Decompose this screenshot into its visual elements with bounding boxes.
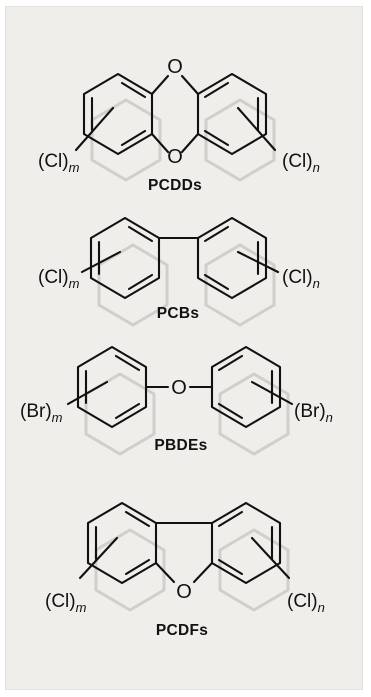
pcb-sub-left-index: m <box>69 276 80 291</box>
svg-text:(Cl)m: (Cl)m <box>45 591 87 615</box>
pbde-sub-right: (Br) <box>294 401 326 422</box>
pcdd-sub-right-index: n <box>313 160 320 175</box>
pcdd-label: PCDDs <box>148 177 202 194</box>
pbde-sub-left-index: m <box>52 410 63 425</box>
pbde-label: PBDEs <box>154 437 207 454</box>
pcdd-oxygen-bottom: O <box>167 146 183 168</box>
pbde-oxygen: O <box>171 377 187 399</box>
pbde-sub-left: (Br) <box>20 401 52 422</box>
pbde-sub-right-index: n <box>326 410 333 425</box>
svg-text:(Cl)n: (Cl)n <box>282 267 320 291</box>
pcdf-sub-right-index: n <box>318 600 325 615</box>
pcb-label: PCBs <box>157 305 200 322</box>
svg-text:(Br)m: (Br)m <box>20 401 63 425</box>
pcdd-sub-right: (Cl) <box>282 151 313 172</box>
pcdf-label: PCDFs <box>156 622 208 639</box>
pcdd-structure: O O (Cl)m (Cl)n PCDDs <box>38 56 320 194</box>
pcb-sub-right-index: n <box>313 276 320 291</box>
pcdf-sub-left: (Cl) <box>45 591 76 612</box>
svg-text:(Br)n: (Br)n <box>294 401 333 425</box>
pcdf-sub-right: (Cl) <box>287 591 318 612</box>
pcb-sub-left: (Cl) <box>38 267 69 288</box>
svg-text:(Cl)m: (Cl)m <box>38 151 80 175</box>
pcdd-sub-left-index: m <box>69 160 80 175</box>
pcdd-sub-left: (Cl) <box>38 151 69 172</box>
svg-text:(Cl)n: (Cl)n <box>287 591 325 615</box>
svg-text:(Cl)m: (Cl)m <box>38 267 80 291</box>
pbde-structure: O (Br)m (Br)n PBDEs <box>20 345 333 456</box>
pcb-sub-right: (Cl) <box>282 267 313 288</box>
pcb-structure: (Cl)m (Cl)n PCBs <box>38 216 320 327</box>
pcdd-oxygen-top: O <box>167 56 183 78</box>
pcdf-structure: O (Cl)m (Cl)n PCDFs <box>45 501 325 639</box>
pcdf-oxygen: O <box>176 581 192 603</box>
svg-text:(Cl)n: (Cl)n <box>282 151 320 175</box>
pcdf-sub-left-index: m <box>76 600 87 615</box>
figure-panel <box>5 6 363 690</box>
